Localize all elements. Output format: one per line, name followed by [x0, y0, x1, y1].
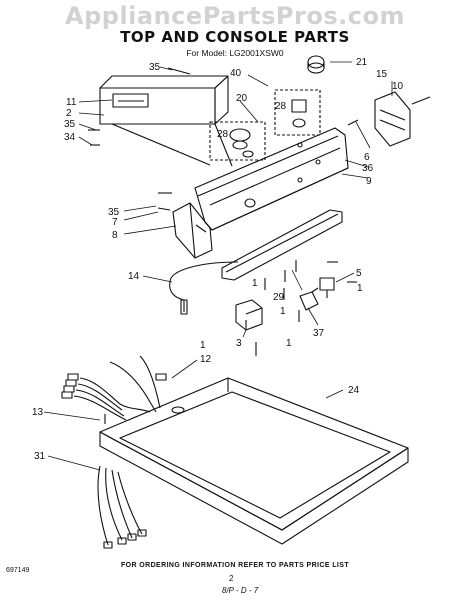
callout-6: 6 [364, 152, 370, 163]
callout-1-a: 1 [252, 278, 258, 289]
callout-8: 8 [112, 230, 118, 241]
part-37-holder [299, 287, 319, 311]
screws [88, 67, 359, 356]
sheet-reference: 8/P - D - 7 [222, 586, 259, 595]
part-3-block [235, 299, 263, 331]
diagram-title: TOP AND CONSOLE PARTS [120, 28, 350, 46]
callout-35-top: 35 [149, 62, 161, 73]
watermark: AppliancePartsPros.com [65, 2, 405, 30]
page-number: 2 [229, 574, 234, 583]
callout-10: 10 [392, 81, 404, 92]
document-code: 697149 [6, 567, 30, 574]
callout-7: 7 [112, 217, 118, 228]
callout-1-c: 1 [280, 306, 286, 317]
callout-1-b: 1 [357, 283, 363, 294]
callout-20: 20 [236, 93, 248, 104]
callout-1-e: 1 [200, 340, 206, 351]
callout-12: 12 [200, 354, 212, 365]
callout-36: 36 [362, 163, 374, 174]
callout-37: 37 [313, 328, 325, 339]
console-trim-strip [221, 209, 343, 281]
callout-21: 21 [356, 57, 368, 68]
console-back-panel [99, 75, 233, 167]
console-body [194, 127, 349, 231]
part-21-knob [307, 55, 325, 74]
part-5-clip [319, 277, 335, 298]
callout-28-right: 28 [275, 101, 287, 112]
callout-15: 15 [376, 69, 388, 80]
callout-13: 13 [32, 407, 44, 418]
callout-35-mid: 35 [108, 207, 120, 218]
callout-1-d: 1 [286, 338, 292, 349]
part-28-left [209, 121, 266, 161]
callout-35-left: 35 [64, 119, 76, 130]
callout-9: 9 [366, 176, 372, 187]
callout-24: 24 [348, 385, 360, 396]
callout-40: 40 [230, 68, 242, 79]
part-28-components [229, 99, 307, 158]
callout-29: 29 [273, 292, 285, 303]
callout-28-left: 28 [217, 129, 229, 140]
wiring-harness [61, 355, 167, 549]
ordering-note: FOR ORDERING INFORMATION REFER TO PARTS … [120, 562, 350, 569]
callout-5: 5 [356, 268, 362, 279]
callout-labels: 35 40 20 28 28 21 15 10 11 2 35 34 6 36 … [32, 57, 404, 462]
part-15-switch [374, 91, 431, 147]
callout-34: 34 [64, 132, 76, 143]
callout-31: 31 [34, 451, 46, 462]
part-24-top-panel [99, 377, 409, 545]
part-28-right [274, 89, 321, 136]
callout-14: 14 [128, 271, 140, 282]
part-8-end-cap [172, 202, 213, 259]
callout-11: 11 [66, 97, 77, 108]
leader-lines [43, 61, 393, 471]
part-14-wire [169, 261, 239, 315]
callout-3: 3 [236, 338, 242, 349]
callout-2: 2 [66, 108, 72, 119]
model-subtitle: For Model: LG2001XSW0 [186, 48, 284, 58]
